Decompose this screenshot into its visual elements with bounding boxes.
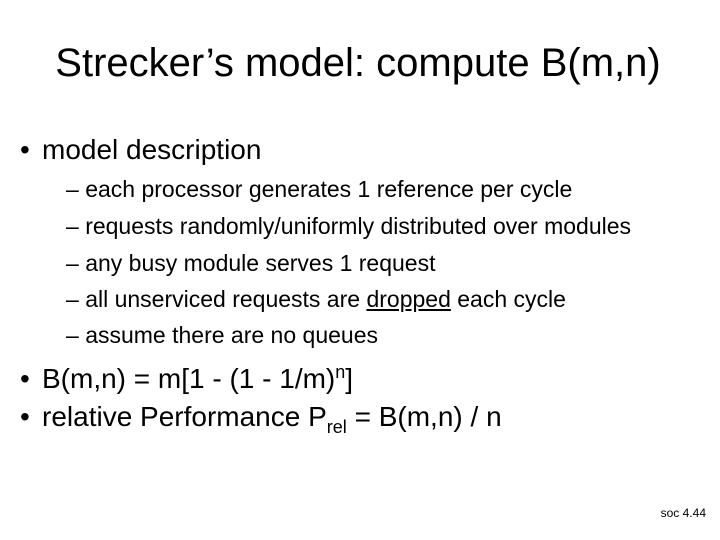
subitem-text-before: all unserviced requests are — [85, 286, 361, 312]
bullet-marker: • — [20, 401, 30, 432]
formula-end: ] — [345, 363, 354, 394]
dash-marker: – — [66, 213, 79, 239]
subscript-rel: rel — [326, 417, 347, 437]
bullet-marker: • — [20, 134, 30, 165]
subitem-requests-distribution: – requests randomly/uniformly distribute… — [66, 212, 631, 240]
bullet-text-after: = B(m,n) / n — [354, 401, 502, 432]
bullet-text: model description — [42, 134, 262, 165]
subitem-no-queues: – assume there are no queues — [66, 321, 378, 349]
subitem-processor-references: – each processor generates 1 reference p… — [66, 175, 572, 203]
bullet-text-before: relative Performance P — [42, 401, 327, 432]
subitem-text: each processor generates 1 reference per… — [85, 176, 573, 202]
bullet-relative-performance: • relative Performance Prel = B(m,n) / n — [20, 400, 502, 437]
dash-marker: – — [66, 176, 79, 202]
subitem-text: requests randomly/uniformly distributed … — [85, 213, 632, 239]
dash-marker: – — [66, 322, 79, 348]
bullet-marker: • — [20, 363, 30, 394]
subitem-text: assume there are no queues — [85, 322, 378, 348]
bullet-formula: • B(m,n) = m[1 - (1 - 1/m)n] — [20, 362, 353, 396]
dash-marker: – — [66, 250, 79, 276]
subitem-text-after: each cycle — [457, 286, 566, 312]
underlined-word: dropped — [366, 286, 451, 312]
dash-marker: – — [66, 286, 79, 312]
bullet-model-description: • model description — [20, 133, 261, 167]
slide-number: soc 4.44 — [660, 506, 706, 520]
slide-title: Strecker’s model: compute B(m,n) — [55, 41, 661, 85]
subitem-unserviced-requests: – all unserviced requests are dropped ea… — [66, 285, 566, 313]
subitem-busy-module: – any busy module serves 1 request — [66, 249, 436, 277]
subitem-text: any busy module serves 1 request — [85, 250, 436, 276]
formula-superscript: n — [335, 362, 346, 382]
formula-main: B(m,n) = m[1 - (1 - 1/m) — [42, 363, 336, 394]
